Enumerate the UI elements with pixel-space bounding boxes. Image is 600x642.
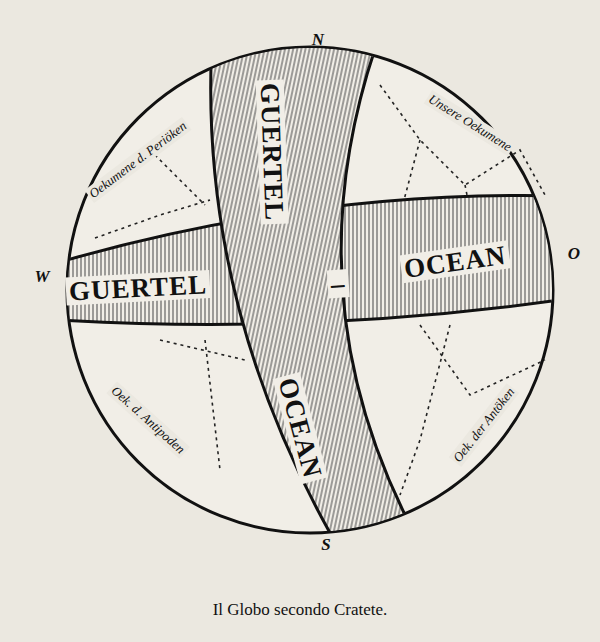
compass-south: S — [321, 535, 330, 555]
compass-east: O — [568, 244, 580, 264]
region-label: Oek. der Antöken — [449, 383, 520, 467]
band-label: – — [327, 269, 349, 299]
region-label: Unsere Oekumene — [424, 90, 517, 156]
figure-caption: Il Globo secondo Cratete. — [213, 600, 388, 620]
region-label: Oekumene d. Periöken — [84, 117, 191, 203]
band-outline — [211, 40, 418, 540]
band-label: GUERTEL — [255, 80, 288, 225]
compass-north: N — [312, 30, 324, 50]
region-label: Oek. d. Antipoden — [106, 381, 189, 458]
compass-west: W — [34, 267, 49, 287]
